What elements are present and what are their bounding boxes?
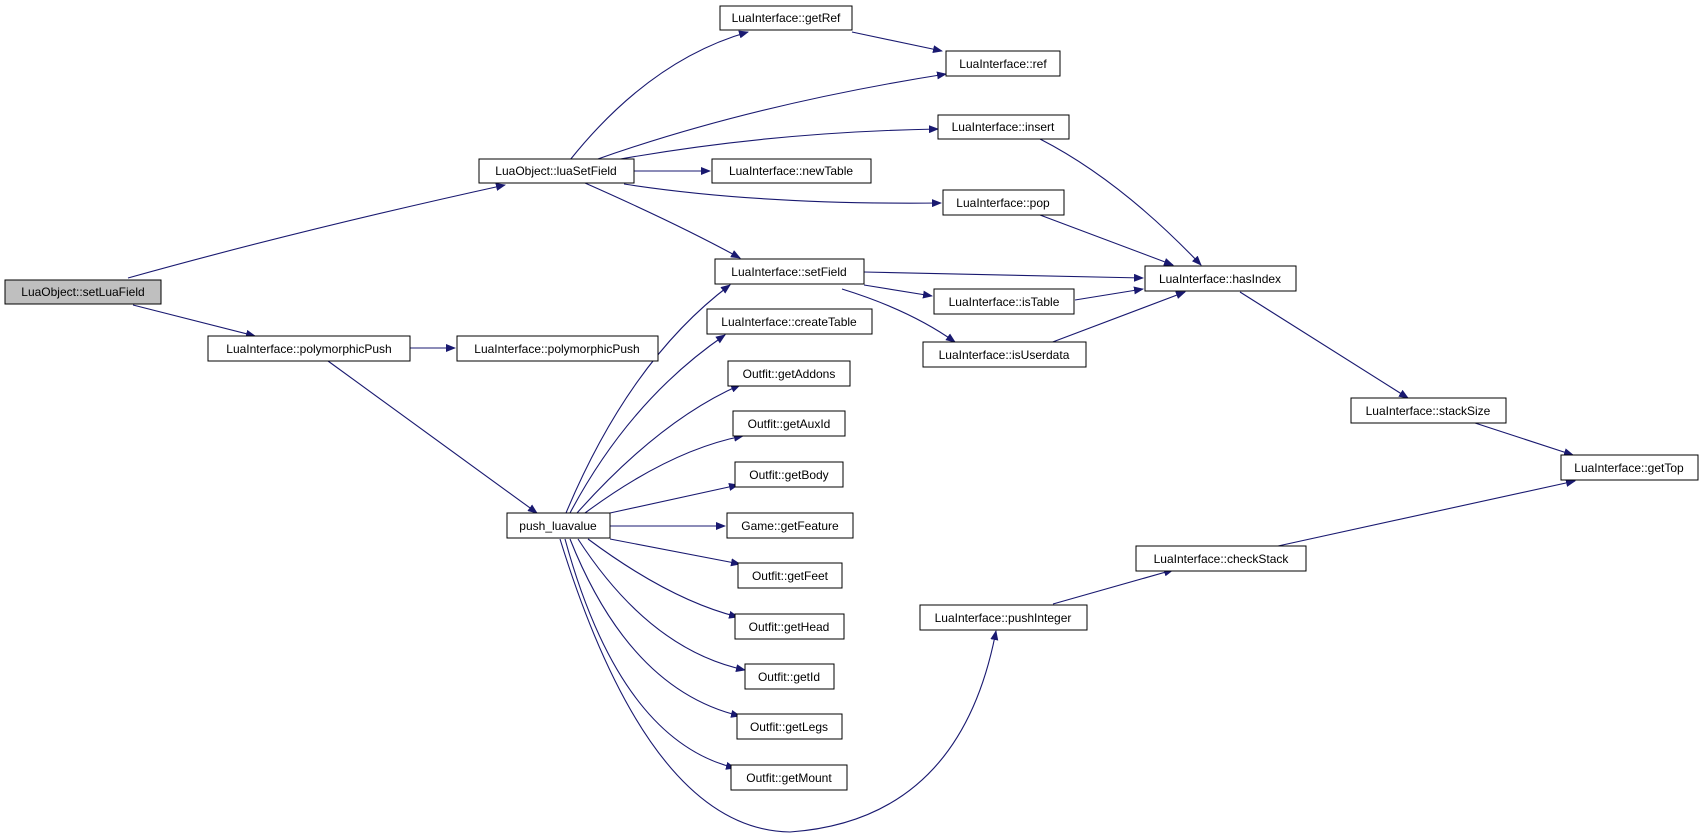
node-label: LuaInterface::createTable (721, 315, 857, 329)
edge-pushLuavalue-getMount (564, 538, 736, 770)
edge-getRef-ref (851, 31, 943, 54)
node-label: LuaInterface::newTable (729, 164, 853, 178)
node-polymorphicPush-overload[interactable]: LuaInterface::polymorphicPush (456, 335, 659, 362)
node-label: LuaInterface::polymorphicPush (226, 342, 391, 356)
node-stackSize[interactable]: LuaInterface::stackSize (1350, 397, 1507, 424)
node-label: LuaInterface::pushInteger (935, 611, 1072, 625)
node-label: LuaInterface::stackSize (1366, 404, 1491, 418)
node-label: LuaInterface::setField (731, 265, 846, 279)
node-label: LuaInterface::polymorphicPush (474, 342, 639, 356)
node-label: Outfit::getLegs (750, 720, 828, 734)
node-getFeature[interactable]: Game::getFeature (726, 512, 854, 539)
node-getAddons[interactable]: Outfit::getAddons (727, 360, 851, 387)
node-luaSetField[interactable]: LuaObject::luaSetField (478, 158, 635, 184)
node-hasIndex[interactable]: LuaInterface::hasIndex (1144, 265, 1297, 292)
edge-pushLuavalue-pushInteger (559, 538, 999, 833)
edge-insert-hasIndex (1039, 138, 1202, 266)
node-label: LuaInterface::insert (952, 120, 1055, 134)
node-label: Outfit::getId (758, 670, 820, 684)
node-getFeet[interactable]: Outfit::getFeet (737, 562, 843, 589)
node-getRef[interactable]: LuaInterface::getRef (719, 5, 853, 31)
node-getAuxId[interactable]: Outfit::getAuxId (732, 410, 846, 437)
edge-isTable-hasIndex (1074, 286, 1144, 301)
node-setField[interactable]: LuaInterface::setField (714, 258, 865, 285)
node-label: Game::getFeature (741, 519, 839, 533)
edge-pushInteger-checkStack (1052, 568, 1174, 605)
edge-pop-hasIndex (1039, 214, 1174, 266)
edge-luaSetField-pop (623, 183, 942, 208)
edge-checkStack-getTop (1277, 479, 1576, 547)
node-label: Outfit::getHead (749, 620, 830, 634)
node-label: LuaObject::setLuaField (21, 285, 144, 299)
node-label: LuaInterface::isUserdata (939, 348, 1070, 362)
node-setLuaField[interactable]: LuaObject::setLuaField (4, 279, 162, 305)
node-label: LuaObject::luaSetField (495, 164, 616, 178)
edge-luaSetField-getRef (569, 30, 749, 161)
edge-pushLuavalue-getHead (587, 538, 739, 619)
edge-isUserdata-hasIndex (1049, 291, 1186, 344)
node-label: Outfit::getBody (749, 468, 828, 482)
edge-pushLuavalue-getLegs (569, 538, 741, 718)
node-isUserdata[interactable]: LuaInterface::isUserdata (922, 341, 1087, 368)
node-pop[interactable]: LuaInterface::pop (942, 189, 1065, 216)
edge-pushLuavalue-createTable (569, 334, 726, 514)
edge-pushLuavalue-getBody (609, 483, 739, 514)
node-label: LuaInterface::getTop (1574, 461, 1684, 475)
edge-hasIndex-stackSize (1239, 291, 1409, 399)
node-label: LuaInterface::pop (956, 196, 1050, 210)
node-getHead[interactable]: Outfit::getHead (734, 613, 845, 640)
edge-polyPush-pushLuavalue (327, 360, 538, 514)
node-label: Outfit::getFeet (752, 569, 829, 583)
edge-setLuaField-luaSetField (127, 183, 506, 279)
edge-pushLuavalue-setField (565, 284, 731, 514)
node-polymorphicPush[interactable]: LuaInterface::polymorphicPush (207, 335, 411, 362)
node-getLegs[interactable]: Outfit::getLegs (736, 713, 843, 740)
node-label: Outfit::getAuxId (748, 417, 831, 431)
edge-luaSetField-ref (594, 71, 947, 161)
node-label: LuaInterface::getRef (732, 11, 841, 25)
node-push_luavalue[interactable]: push_luavalue (506, 512, 611, 539)
node-label: Outfit::getMount (746, 771, 832, 785)
edge-stackSize-getTop (1474, 422, 1574, 457)
edge-luaSetField-insert (614, 125, 939, 161)
node-label: Outfit::getAddons (743, 367, 836, 381)
nodes: LuaObject::setLuaField LuaObject::luaSet… (4, 5, 1699, 791)
edge-pushLuavalue-getAddons (576, 384, 741, 514)
edge-luaSetField-setField (584, 182, 741, 259)
edge-pushLuavalue-getId (577, 538, 746, 673)
node-isTable[interactable]: LuaInterface::isTable (933, 288, 1075, 315)
node-label: LuaInterface::ref (959, 57, 1047, 71)
edge-setField-isUserdata (841, 288, 956, 343)
edge-setField-hasIndex (863, 271, 1144, 282)
edge-pushLuavalue-getFeet (609, 538, 741, 567)
edge-setField-isTable (863, 284, 933, 299)
node-pushInteger[interactable]: LuaInterface::pushInteger (919, 604, 1088, 631)
edges (127, 30, 1576, 833)
node-label: LuaInterface::checkStack (1154, 552, 1290, 566)
node-newTable[interactable]: LuaInterface::newTable (711, 158, 872, 184)
node-getTop[interactable]: LuaInterface::getTop (1560, 454, 1699, 481)
node-ref[interactable]: LuaInterface::ref (945, 50, 1061, 77)
node-getId[interactable]: Outfit::getId (744, 663, 835, 690)
node-createTable[interactable]: LuaInterface::createTable (706, 308, 873, 335)
node-getMount[interactable]: Outfit::getMount (730, 764, 848, 791)
edge-setLuaField-polyPush (132, 304, 256, 338)
node-checkStack[interactable]: LuaInterface::checkStack (1135, 545, 1307, 572)
node-label: push_luavalue (519, 519, 597, 533)
edge-pushLuavalue-getAuxId (584, 433, 744, 514)
node-insert[interactable]: LuaInterface::insert (937, 114, 1070, 140)
node-label: LuaInterface::hasIndex (1159, 272, 1281, 286)
node-label: LuaInterface::isTable (949, 295, 1060, 309)
node-getBody[interactable]: Outfit::getBody (734, 461, 844, 488)
